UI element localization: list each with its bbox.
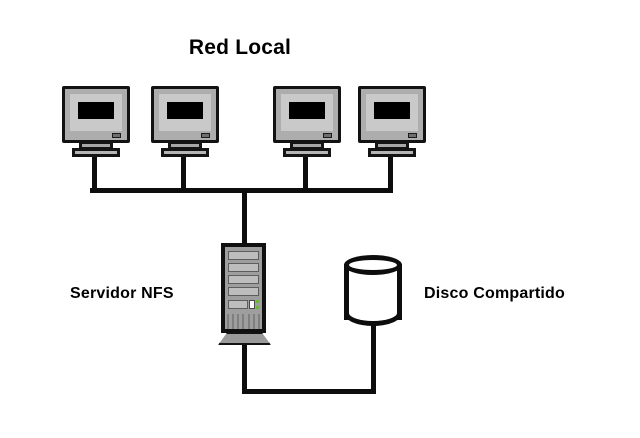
cable-bus-to-server: [242, 188, 247, 246]
monitor-screen: [78, 102, 114, 119]
crt-monitor-icon: [151, 86, 219, 143]
vent-slot: [237, 314, 240, 329]
disk-edge-right: [397, 264, 402, 320]
monitor-bezel: [159, 94, 211, 131]
monitor-vent-icon: [408, 133, 417, 138]
disk-top-cap: [344, 255, 402, 275]
monitor-bezel: [70, 94, 122, 131]
cable-workstation-4: [388, 147, 393, 191]
workstation-3[interactable]: [273, 86, 341, 162]
shared-disk-node[interactable]: [344, 255, 402, 327]
server-drive-bay: [228, 263, 259, 272]
status-led-icon: [256, 305, 259, 309]
cable-workstation-3: [303, 147, 308, 191]
monitor-vent-icon: [323, 133, 332, 138]
disk-edge-left: [344, 264, 349, 320]
cable-disk-down: [371, 322, 376, 394]
cable-server-to-disk: [242, 389, 376, 394]
monitor-screen: [374, 102, 410, 119]
workstation-2[interactable]: [151, 86, 219, 162]
server-drive-bay: [228, 275, 259, 284]
server-vent-grille: [227, 314, 260, 329]
monitor-base: [72, 148, 120, 157]
vent-slot: [242, 314, 245, 329]
vent-slot: [257, 314, 260, 329]
server-tower-icon: [221, 243, 266, 333]
cable-server-down: [242, 338, 247, 394]
crt-monitor-icon: [273, 86, 341, 143]
vent-slot: [247, 314, 250, 329]
server-label: Servidor NFS: [70, 285, 174, 302]
monitor-screen: [167, 102, 203, 119]
disk-label: Disco Compartido: [424, 285, 565, 302]
cable-workstation-1: [92, 147, 97, 191]
monitor-screen: [289, 102, 325, 119]
monitor-bezel: [366, 94, 418, 131]
server-drive-bay: [228, 287, 259, 296]
nfs-server-node[interactable]: [218, 243, 271, 348]
network-bus-line: [90, 188, 393, 193]
server-status-leds: [256, 299, 259, 309]
monitor-base: [283, 148, 331, 157]
server-drive-bay: [228, 251, 259, 260]
monitor-vent-icon: [112, 133, 121, 138]
cable-workstation-2: [181, 147, 186, 191]
monitor-base: [368, 148, 416, 157]
monitor-bezel: [281, 94, 333, 131]
monitor-base: [161, 148, 209, 157]
vent-slot: [227, 314, 229, 329]
crt-monitor-icon: [358, 86, 426, 143]
vent-slot: [252, 314, 255, 329]
status-led-icon: [256, 299, 259, 303]
diagram-title: Red Local: [188, 36, 292, 59]
server-panel-face: [228, 299, 248, 309]
server-front-panel: [228, 299, 259, 309]
workstation-4[interactable]: [358, 86, 426, 162]
server-stand: [218, 332, 271, 345]
workstation-1[interactable]: [62, 86, 130, 162]
monitor-vent-icon: [201, 133, 210, 138]
crt-monitor-icon: [62, 86, 130, 143]
power-button-icon[interactable]: [249, 299, 255, 309]
vent-slot: [232, 314, 235, 329]
